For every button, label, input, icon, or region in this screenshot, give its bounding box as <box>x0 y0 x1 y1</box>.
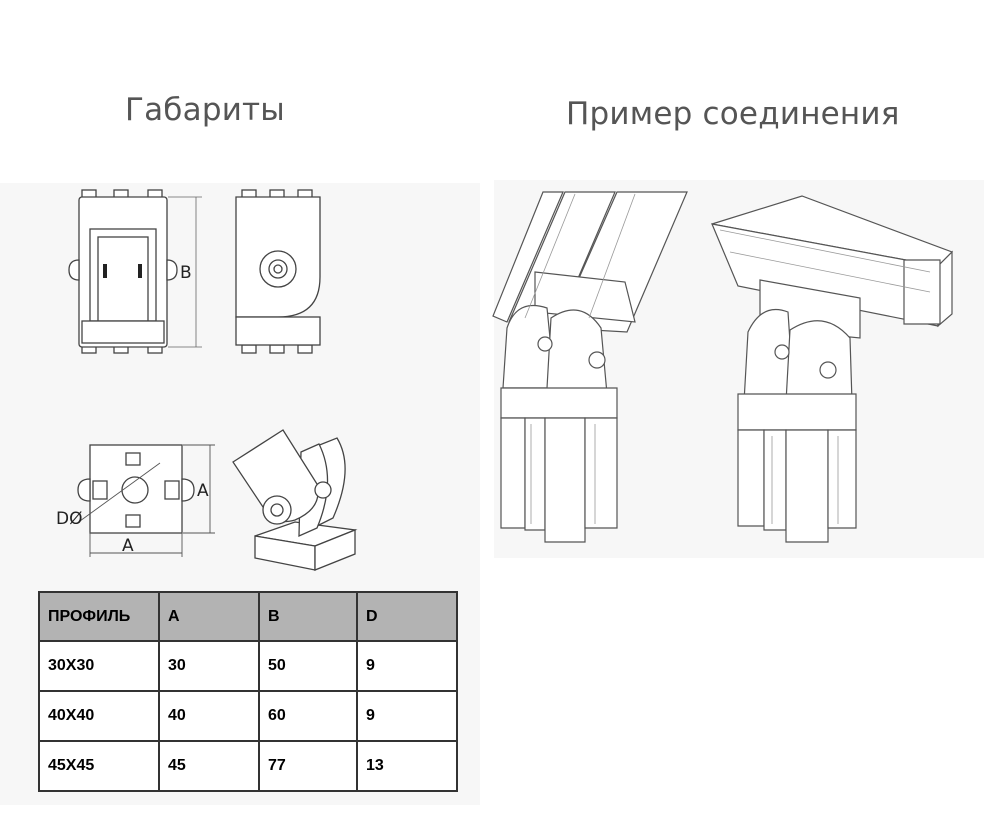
dimension-b-label: B <box>180 263 192 283</box>
dimensions-heading: Габариты <box>125 92 285 128</box>
table-row: 45X45 45 77 13 <box>38 740 458 792</box>
cell-b: 60 <box>258 690 358 742</box>
connection-example-horizontal <box>711 195 954 543</box>
connection-example-heading: Пример соединения <box>566 96 900 132</box>
cell-profile: 45X45 <box>38 740 160 792</box>
diameter-d-label: DØ <box>56 509 82 529</box>
cell-profile: 40X40 <box>38 690 160 742</box>
header-b: B <box>258 591 358 642</box>
cell-d: 13 <box>356 740 458 792</box>
table-header-row: ПРОФИЛЬ A B D <box>38 591 458 642</box>
side-view-drawing <box>235 189 321 354</box>
header-a: A <box>158 591 260 642</box>
cell-a: 45 <box>158 740 260 792</box>
front-view-drawing: B <box>68 189 202 354</box>
cell-a: 30 <box>158 640 260 692</box>
table-row: 30X30 30 50 9 <box>38 640 458 692</box>
table-row: 40X40 40 60 9 <box>38 690 458 742</box>
hinge-isometric-drawing <box>232 429 358 571</box>
dimension-a-bottom-label: A <box>122 536 134 556</box>
cell-a: 40 <box>158 690 260 742</box>
cell-b: 50 <box>258 640 358 692</box>
dimension-a-side-label: A <box>197 481 209 501</box>
header-d: D <box>356 591 458 642</box>
header-profile: ПРОФИЛЬ <box>38 591 160 642</box>
top-view-drawing: A A DØ <box>56 444 215 557</box>
cell-d: 9 <box>356 640 458 692</box>
cell-profile: 30X30 <box>38 640 160 692</box>
cell-b: 77 <box>258 740 358 792</box>
connection-example-angled <box>492 191 688 543</box>
cell-d: 9 <box>356 690 458 742</box>
dimensions-table: ПРОФИЛЬ A B D 30X30 30 50 9 40X40 40 60 … <box>38 591 458 792</box>
